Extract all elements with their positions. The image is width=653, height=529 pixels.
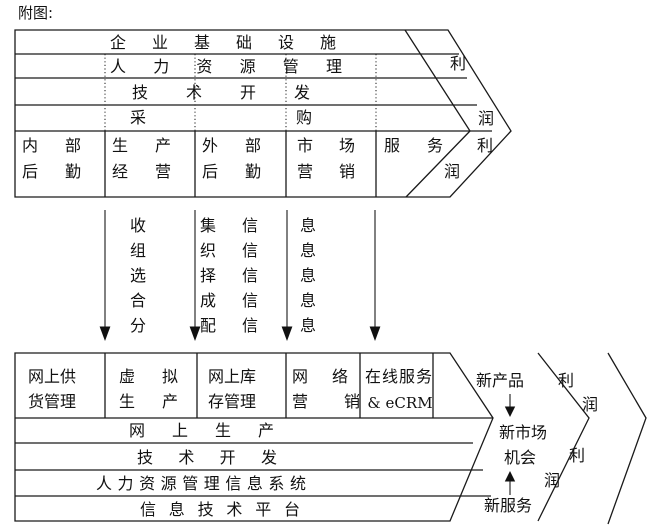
down-arrow-head-icon	[189, 326, 201, 341]
cell-online-service-line2: & eCRM	[367, 394, 432, 412]
flow-char: 织	[200, 241, 216, 260]
support-row-tech: 技 术 开 发	[132, 83, 310, 102]
flow-char: 信	[242, 241, 258, 260]
cell-network-marketing-line2: 营 销	[292, 392, 360, 411]
top-chain-outline	[14, 29, 512, 198]
bottom-value-chain: 网上供 货管理 虚 拟 生 产 网上库 存管理 网 络 营 销 在线服务 & e…	[14, 352, 647, 525]
flow-char: 信	[242, 216, 258, 235]
band-new-service: 新服务	[484, 496, 532, 515]
primary-cell-inbound-line2: 后 勤	[22, 162, 81, 181]
cell-online-inventory-line1: 网上库	[208, 367, 256, 386]
cell-network-marketing-line1: 网 络	[292, 367, 348, 386]
bottom-row-tech: 技 术 开 发	[137, 448, 277, 467]
top-margin-upper-run: 润	[478, 109, 494, 128]
down-arrow-head-icon	[504, 406, 516, 417]
bottom-row-online-production: 网 上 生 产	[129, 421, 274, 440]
bottom-margin-lower-run: 润	[544, 471, 560, 490]
bottom-chevron-outer	[607, 352, 647, 525]
support-row-procurement: 采 购	[130, 108, 312, 127]
flow-char: 息	[300, 241, 316, 260]
cell-virtual-production-line1: 虚 拟	[119, 367, 178, 386]
flow-char: 息	[300, 291, 316, 310]
primary-cell-production-line2: 经 营	[112, 162, 171, 181]
band-new-market: 新市场	[499, 423, 547, 442]
top-value-chain: 企 业 基 础 设 施 人 力 资 源 管 理 技 术 开 发 采 购 内 部 …	[14, 29, 512, 198]
down-arrow-head-icon	[369, 326, 381, 341]
flow-char: 息	[300, 216, 316, 235]
primary-cell-inbound-line1: 内 部	[22, 136, 81, 155]
flow-char: 组	[130, 241, 146, 260]
top-margin-lower-li: 利	[477, 136, 493, 155]
flow-char: 选	[130, 266, 146, 285]
cell-online-supply-line1: 网上供	[28, 367, 76, 386]
cell-virtual-production-line2: 生 产	[119, 392, 178, 411]
primary-cell-outbound-line1: 外 部	[202, 136, 261, 155]
flow-char: 收	[130, 216, 146, 235]
primary-cell-production-line1: 生 产	[112, 136, 171, 155]
up-arrow-head-icon	[504, 471, 516, 482]
flow-char: 成	[200, 291, 216, 310]
flow-char: 信	[242, 266, 258, 285]
cell-online-service-line1: 在线服务	[365, 367, 432, 386]
down-arrow-head-icon	[99, 326, 111, 341]
primary-cell-marketing-line2: 营 销	[297, 162, 355, 181]
bottom-margin-upper-run: 润	[582, 395, 598, 414]
support-row-infrastructure: 企 业 基 础 设 施	[110, 33, 336, 52]
bottom-row-hris: 人 力 资 源 管 理 信 息 系 统	[96, 474, 306, 493]
primary-cell-marketing-line1: 市 场	[297, 136, 355, 155]
bottom-chevron-middle	[537, 352, 590, 522]
flow-char: 集	[200, 216, 216, 235]
flow-char: 信	[242, 316, 258, 335]
flow-char: 息	[300, 316, 316, 335]
top-margin-lower-run: 润	[444, 162, 460, 181]
flow-char: 配	[200, 316, 216, 335]
flow-char: 信	[242, 291, 258, 310]
flow-char: 合	[130, 291, 146, 310]
bottom-row-it-platform: 信 息 技 术 平 台	[140, 500, 300, 519]
support-row-hr: 人 力 资 源 管 理	[110, 57, 342, 76]
top-margin-upper-li: 利	[450, 54, 466, 73]
info-flow: 收 集 信 息 组 织 信 息 选 择 信 息 合 成 信 息 分 配 信 息	[99, 210, 381, 341]
bottom-margin-lower-li: 利	[569, 446, 585, 465]
primary-cell-service-line1: 服 务	[384, 136, 443, 155]
band-new-product: 新产品	[476, 371, 524, 390]
cell-online-inventory-line2: 存管理	[208, 392, 256, 411]
flow-char: 分	[130, 316, 146, 335]
band-opportunity: 机会	[504, 448, 536, 467]
bottom-margin-upper-li: 利	[558, 371, 574, 390]
primary-cell-outbound-line2: 后 勤	[202, 162, 261, 181]
flow-char: 息	[300, 266, 316, 285]
down-arrow-head-icon	[281, 326, 293, 341]
cell-online-supply-line2: 货管理	[28, 392, 76, 411]
flow-char: 择	[200, 266, 216, 285]
figure-label: 附图:	[18, 4, 53, 22]
